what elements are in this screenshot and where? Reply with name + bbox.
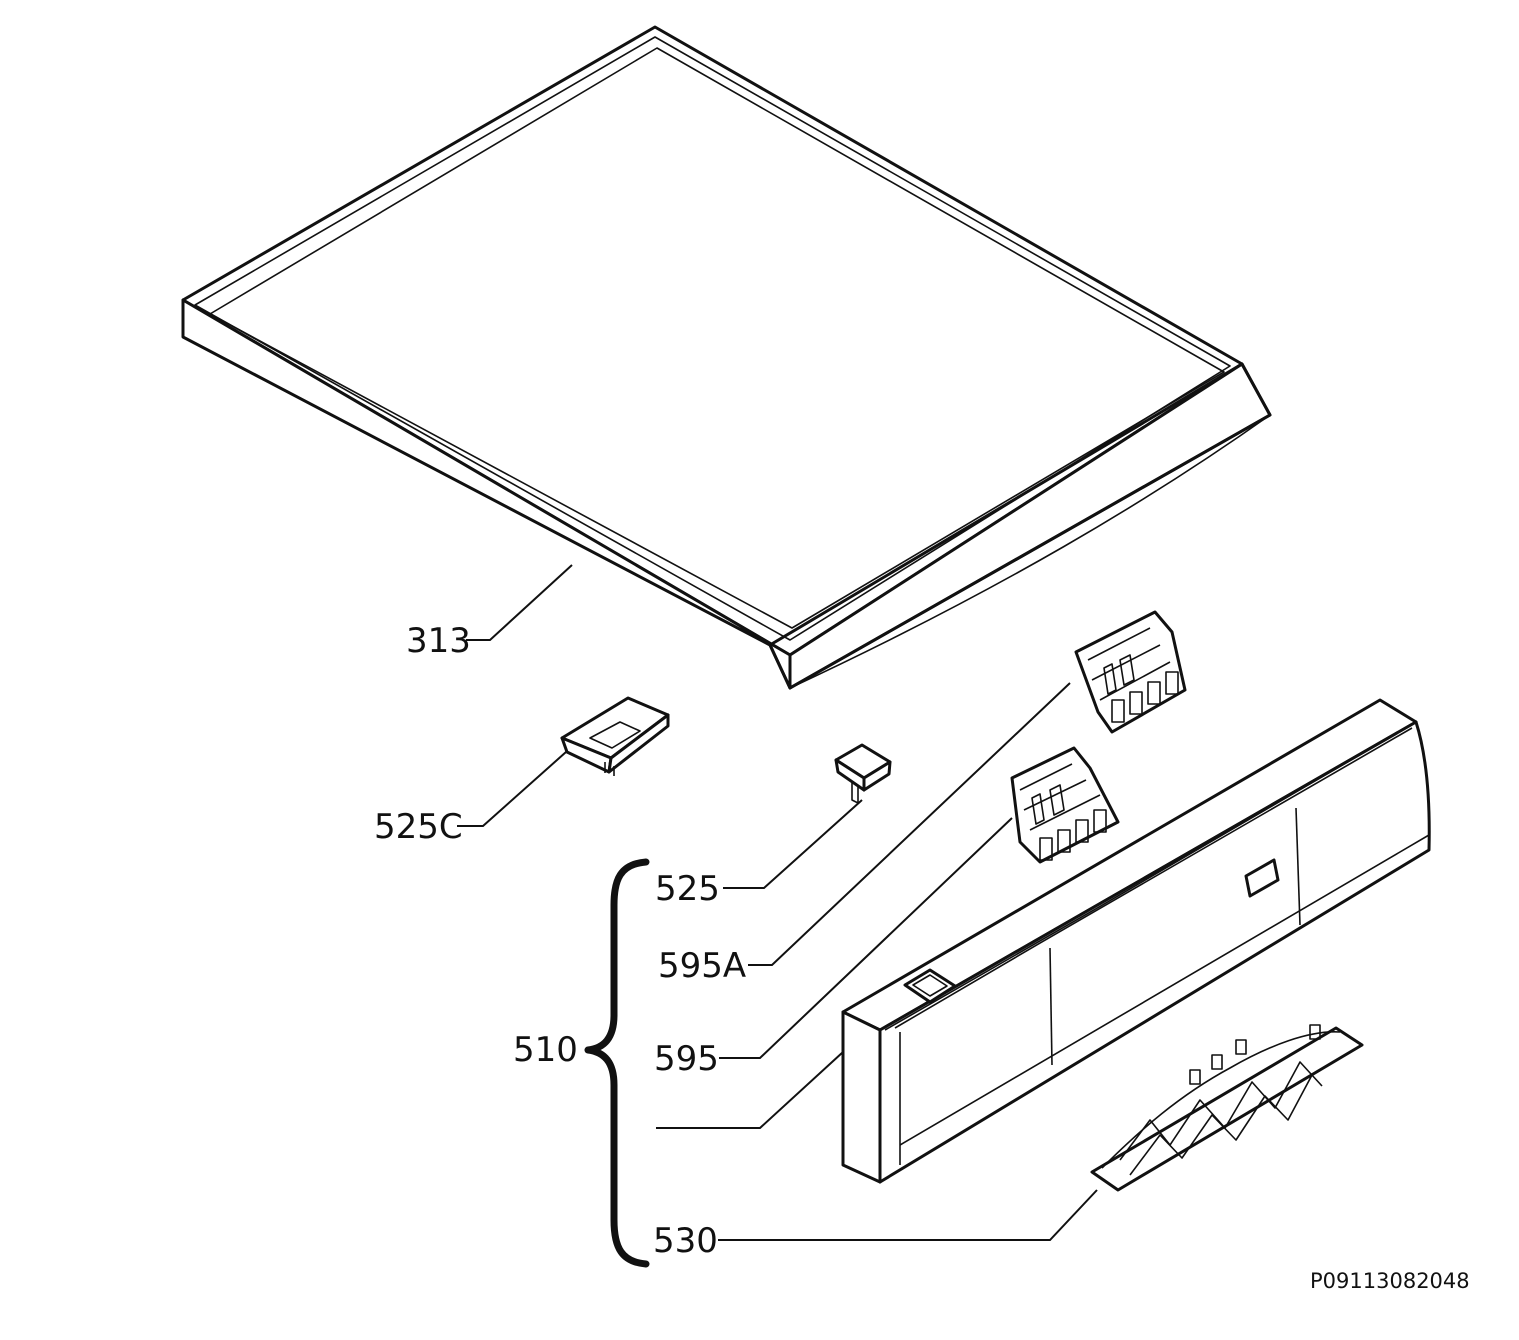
label-510: 510: [513, 1030, 578, 1070]
leader-595: [719, 817, 1013, 1059]
label-525c: 525C: [374, 807, 463, 847]
part-525c-tray[interactable]: [560, 696, 670, 776]
leader-530: [718, 1189, 1098, 1241]
label-313: 313: [406, 621, 471, 661]
leader-525c: [457, 751, 567, 827]
leader-panel: [656, 1051, 844, 1129]
label-525: 525: [655, 869, 720, 909]
leader-525: [723, 799, 863, 889]
leader-313: [466, 564, 573, 641]
part-595-switch-module[interactable]: [1010, 746, 1120, 864]
part-595a-switch-module[interactable]: [1074, 610, 1187, 734]
part-313-top-cover[interactable]: [181, 25, 1272, 690]
part-530-handle[interactable]: [1090, 1024, 1364, 1192]
drawing-code: P09113082048: [1310, 1269, 1470, 1293]
group-brace-510: [584, 858, 650, 1268]
label-530: 530: [653, 1221, 718, 1261]
label-595a: 595A: [658, 946, 746, 986]
part-525-button[interactable]: [834, 743, 892, 804]
label-595: 595: [654, 1039, 719, 1079]
part-510-control-panel[interactable]: [841, 698, 1431, 1184]
leader-lines: [457, 564, 1098, 1241]
leader-595a: [748, 682, 1071, 966]
